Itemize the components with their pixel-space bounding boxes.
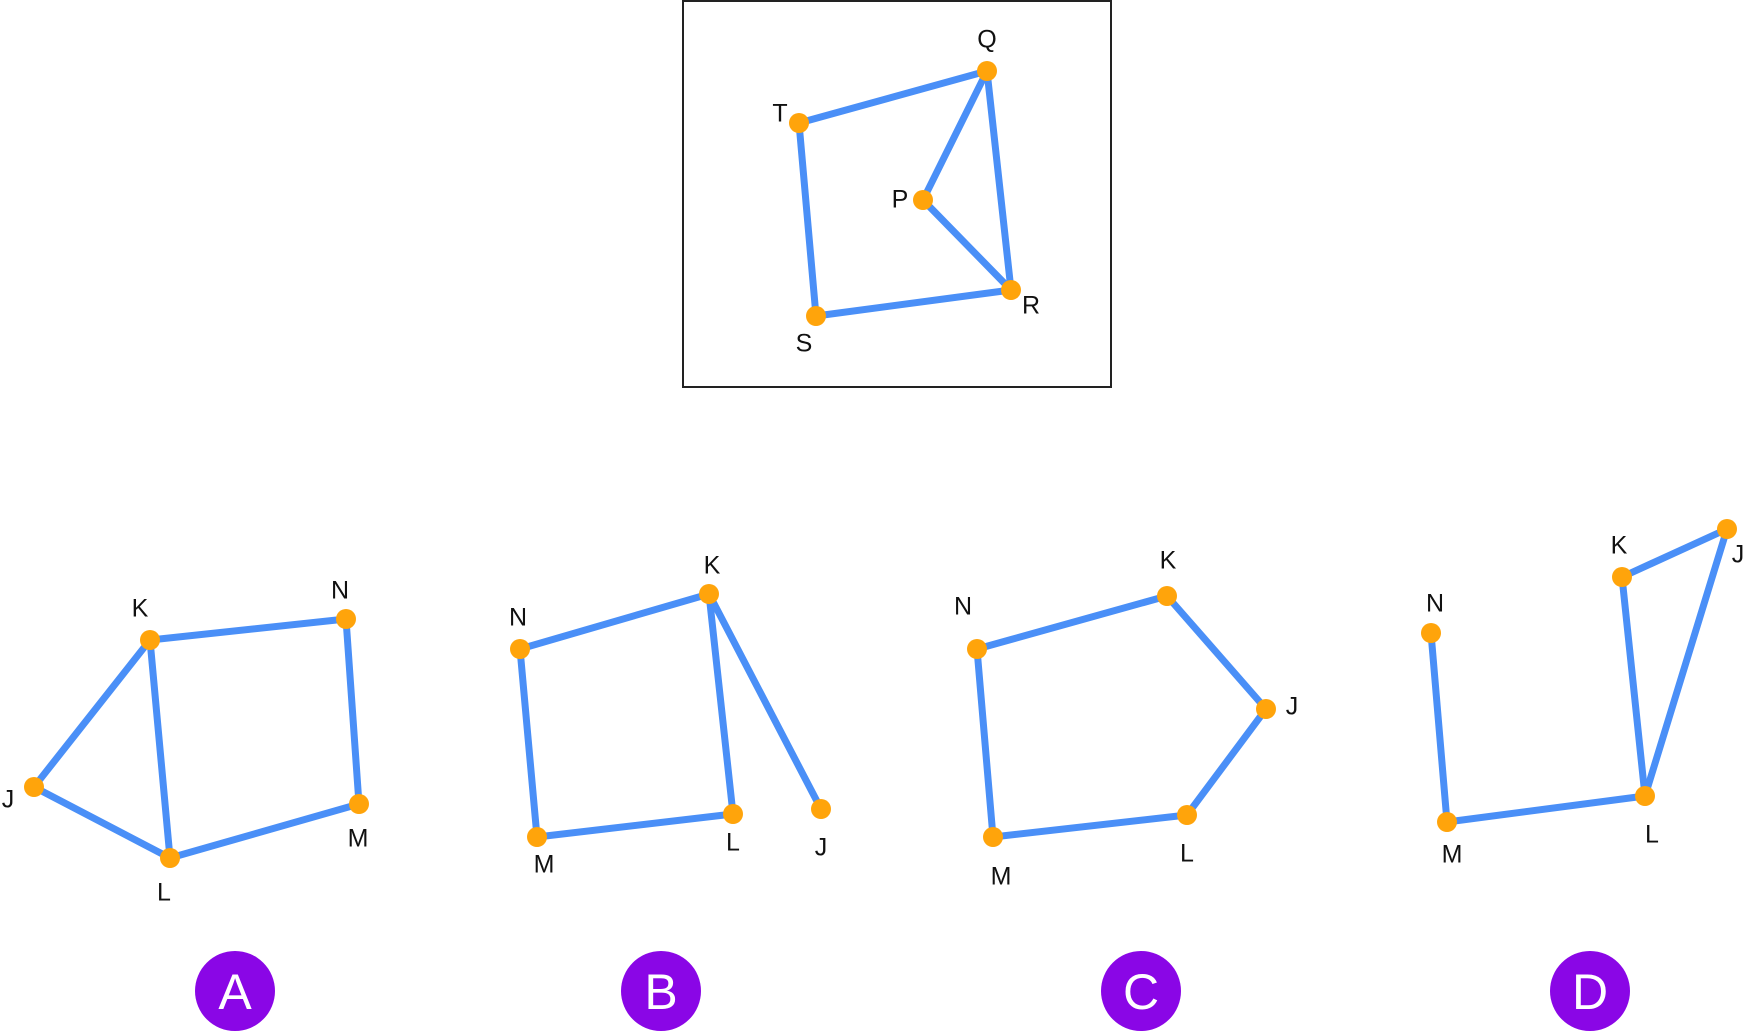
- option-a-node-m: [349, 794, 369, 814]
- reference-label-r: R: [1022, 292, 1040, 320]
- option-a-node-l: [160, 848, 180, 868]
- option-d-label-k: K: [1611, 532, 1628, 560]
- option-b-label-m: M: [534, 851, 555, 879]
- reference-edge-t-q: [795, 67, 991, 127]
- option-b-label-j: J: [815, 834, 828, 862]
- option-c-node-l: [1177, 805, 1197, 825]
- reference-edge-q-r: [983, 67, 1015, 294]
- option-d-badge[interactable]: D: [1550, 951, 1630, 1031]
- option-b-node-n: [510, 639, 530, 659]
- option-c-edge-m-n: [973, 645, 997, 841]
- option-c-edge-k-j: [1163, 592, 1270, 713]
- option-b-edge-n-m: [516, 645, 541, 841]
- option-c-node-n: [967, 639, 987, 659]
- option-d-edge-n-m: [1427, 629, 1451, 826]
- option-b-edge-k-l: [705, 590, 737, 818]
- reference-node-t: [789, 113, 809, 133]
- option-c-badge-label: C: [1123, 964, 1159, 1020]
- reference-label-s: S: [796, 330, 813, 358]
- option-b-graph: K N M L J: [509, 552, 831, 879]
- option-d-label-m: M: [1442, 841, 1463, 869]
- option-d-edge-m-l: [1443, 792, 1649, 826]
- option-d-badge-label: D: [1572, 964, 1608, 1020]
- option-d-label-n: N: [1426, 590, 1444, 618]
- reference-edge-s-r: [812, 286, 1015, 320]
- option-c-edge-j-l: [1183, 705, 1270, 819]
- option-a-graph: K N J M L: [2, 577, 369, 907]
- option-a-label-k: K: [132, 595, 149, 623]
- option-c-node-j: [1256, 699, 1276, 719]
- option-a-edge-k-j: [30, 636, 154, 791]
- option-c-node-k: [1157, 586, 1177, 606]
- option-a-edge-j-l: [30, 783, 174, 862]
- option-a-label-m: M: [348, 825, 369, 853]
- option-b-edge-m-l: [533, 810, 737, 841]
- option-d-node-m: [1437, 812, 1457, 832]
- option-c-label-j: J: [1286, 693, 1299, 721]
- option-b-node-k: [699, 584, 719, 604]
- option-a-badge[interactable]: A: [195, 951, 275, 1031]
- option-c-label-n: N: [954, 593, 972, 621]
- option-b-label-l: L: [726, 829, 740, 857]
- option-c-badge[interactable]: C: [1101, 951, 1181, 1031]
- option-b-node-j: [811, 799, 831, 819]
- option-d-node-l: [1635, 786, 1655, 806]
- option-d-node-k: [1612, 567, 1632, 587]
- option-d-label-l: L: [1645, 821, 1659, 849]
- option-a-edge-k-n: [146, 615, 350, 644]
- option-b-node-m: [527, 827, 547, 847]
- option-a-edge-k-l: [146, 636, 174, 862]
- option-d-node-j: [1717, 519, 1737, 539]
- option-d-edge-k-j: [1618, 525, 1731, 581]
- option-d-edge-j-l: [1641, 525, 1731, 800]
- option-b-node-l: [723, 804, 743, 824]
- option-b-badge[interactable]: B: [621, 951, 701, 1031]
- option-b-label-n: N: [509, 604, 527, 632]
- option-a-node-j: [24, 777, 44, 797]
- reference-graph: Q T P R S: [772, 26, 1040, 358]
- option-d-edge-k-l: [1618, 573, 1649, 800]
- option-b-edge-n-k: [516, 590, 713, 653]
- option-d-label-j: J: [1732, 541, 1745, 569]
- option-b-badge-label: B: [644, 964, 677, 1020]
- option-c-edge-n-k: [973, 592, 1171, 653]
- reference-node-q: [977, 61, 997, 81]
- option-d-node-n: [1421, 623, 1441, 643]
- option-d-graph: K J N M L: [1421, 519, 1744, 869]
- reference-node-p: [913, 190, 933, 210]
- option-c-label-k: K: [1160, 547, 1177, 575]
- reference-label-p: P: [892, 186, 909, 214]
- option-a-badge-label: A: [218, 964, 252, 1020]
- option-a-node-k: [140, 630, 160, 650]
- option-b-label-k: K: [704, 552, 721, 580]
- reference-label-q: Q: [977, 26, 996, 54]
- reference-edge-p-r: [919, 196, 1015, 294]
- option-c-label-m: M: [991, 863, 1012, 891]
- option-a-edge-n-m: [342, 615, 363, 808]
- option-a-label-l: L: [157, 879, 171, 907]
- reference-node-s: [806, 306, 826, 326]
- reference-edge-t-s: [795, 119, 820, 320]
- option-a-label-n: N: [331, 577, 349, 605]
- reference-node-r: [1001, 280, 1021, 300]
- reference-label-t: T: [772, 100, 787, 128]
- option-a-label-j: J: [2, 786, 15, 814]
- option-c-graph: K N J M L: [954, 547, 1298, 891]
- option-a-edge-l-m: [166, 800, 363, 862]
- option-c-edge-l-m: [989, 811, 1191, 841]
- option-b-edge-k-j: [705, 590, 825, 813]
- reference-edge-q-p: [919, 67, 991, 204]
- option-c-label-l: L: [1180, 840, 1194, 868]
- reference-frame: [682, 0, 1112, 388]
- option-c-node-m: [983, 827, 1003, 847]
- option-a-node-n: [336, 609, 356, 629]
